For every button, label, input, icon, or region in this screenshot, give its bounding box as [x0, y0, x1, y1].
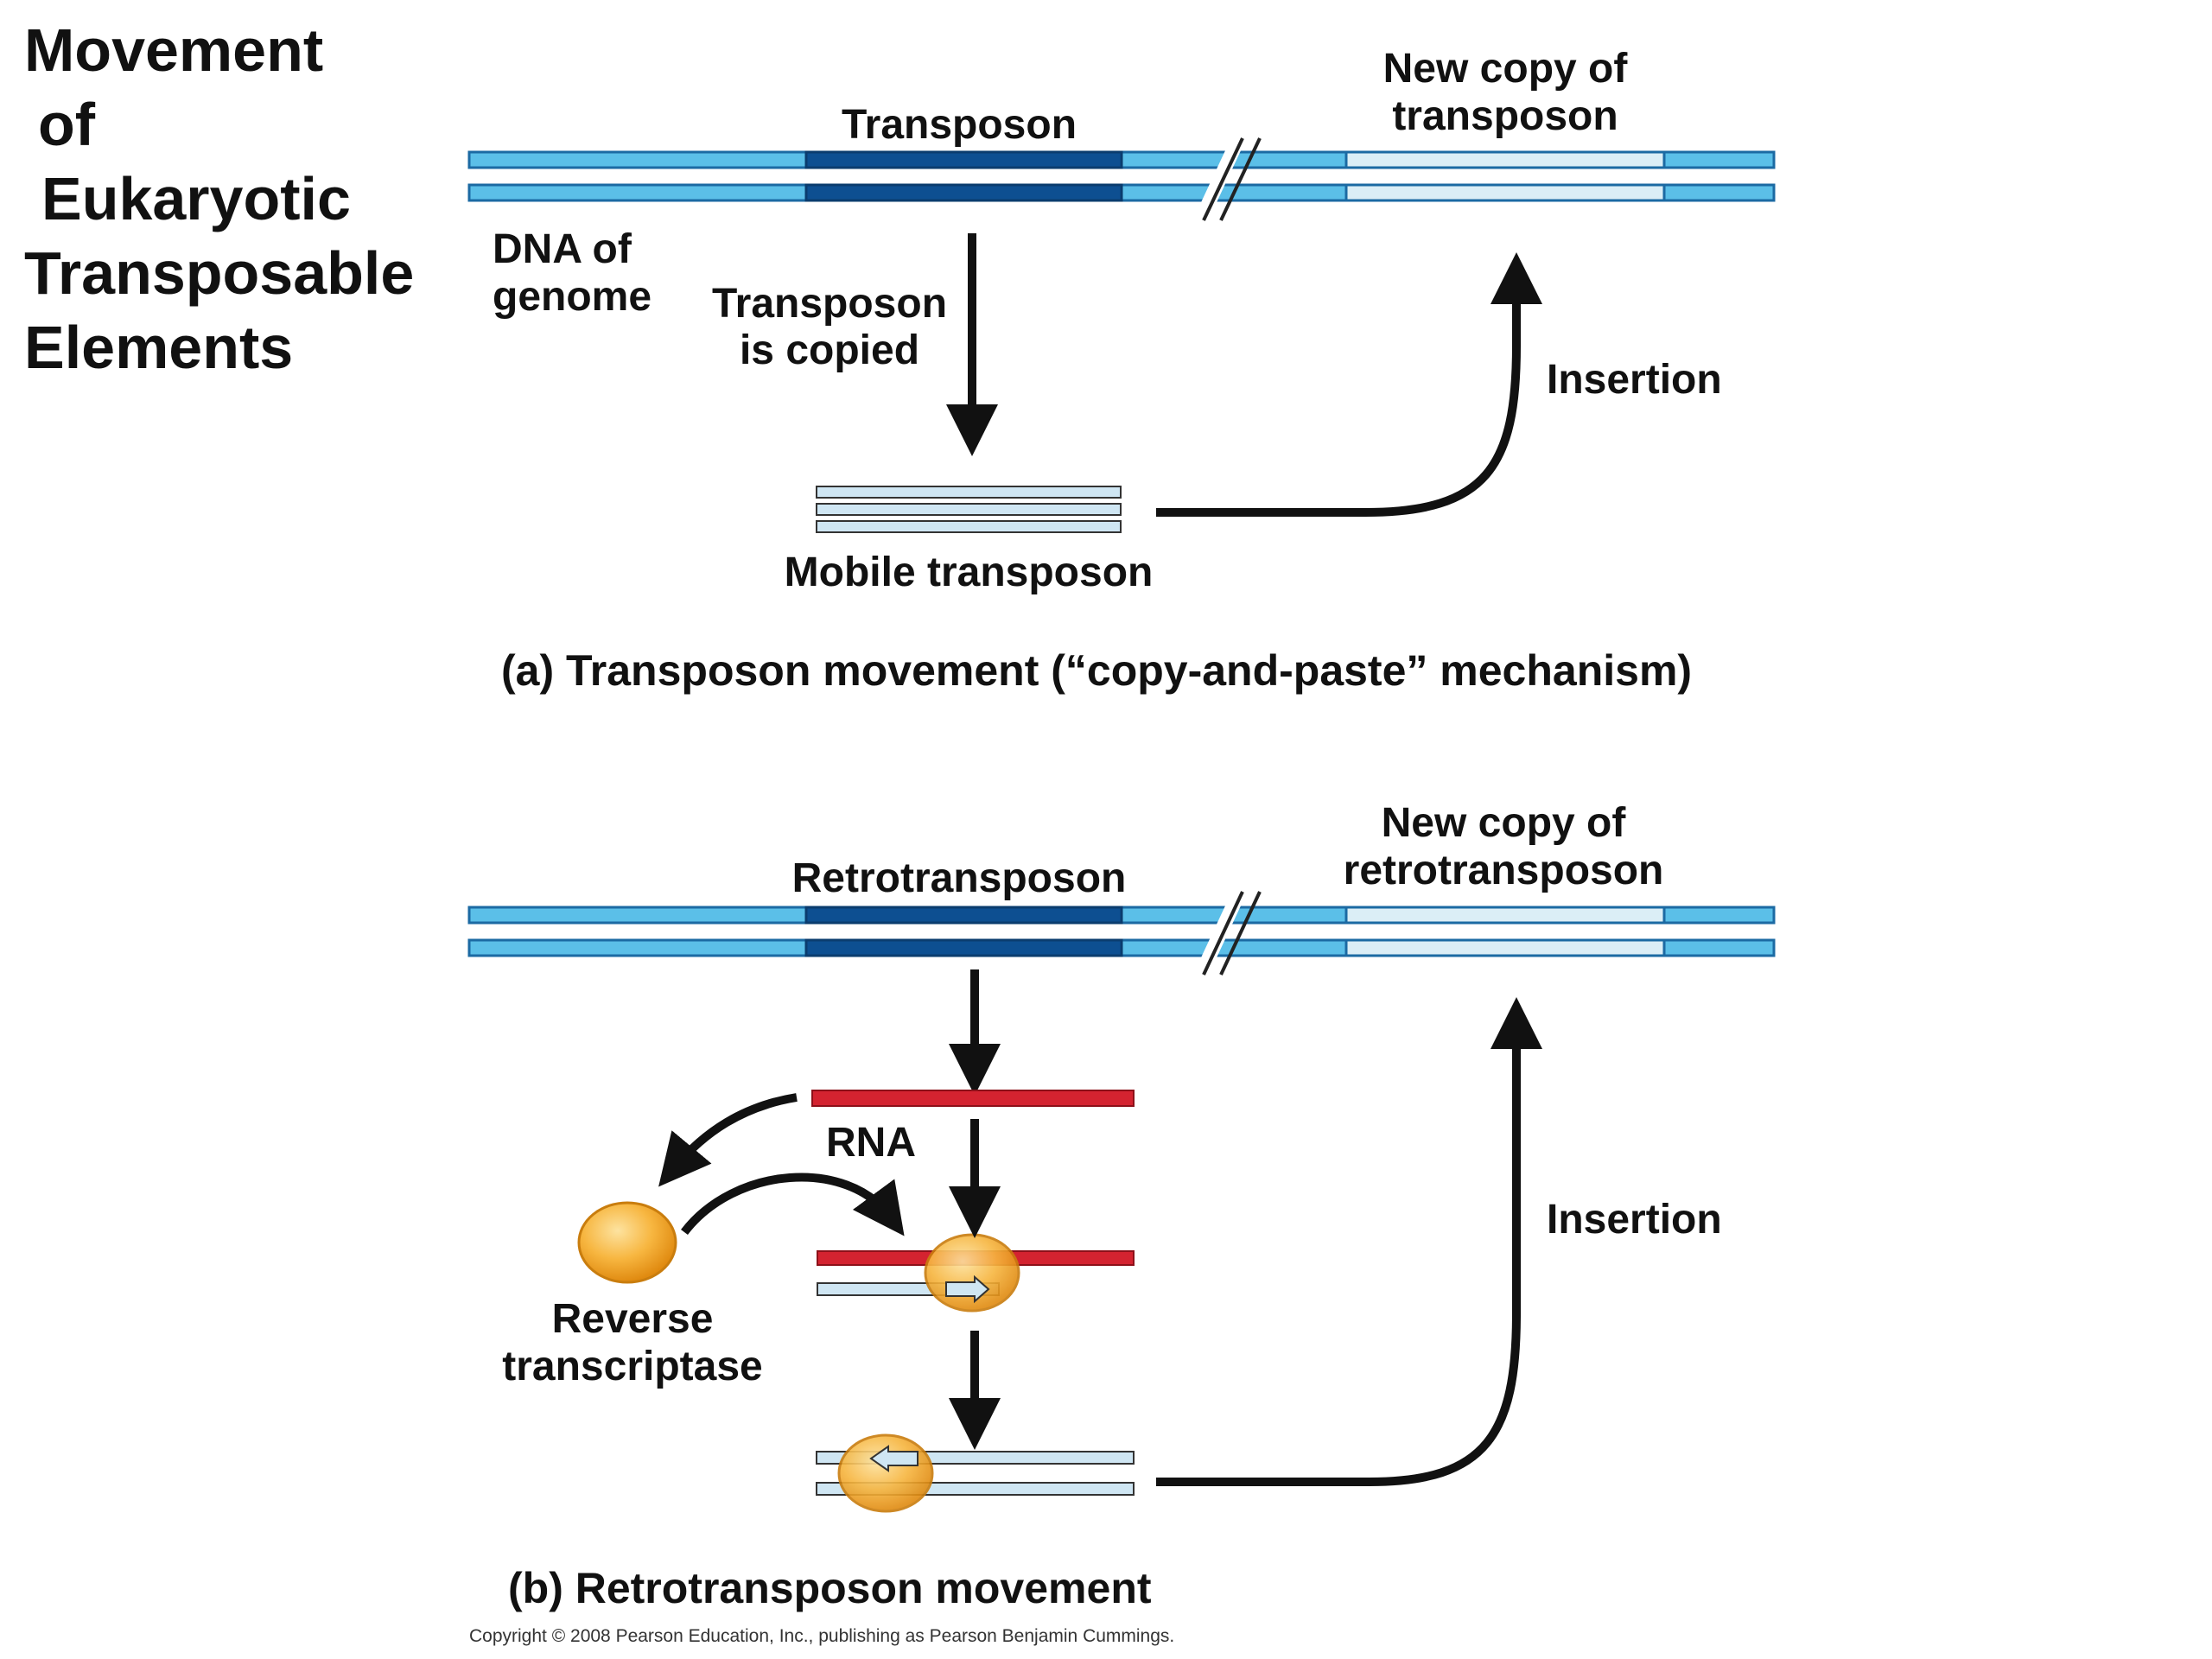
reverse-transcriptase-label-1: Reverse	[552, 1296, 714, 1342]
transposon-copied-label-2: is copied	[740, 327, 919, 373]
mobile-transposon-label: Mobile transposon	[785, 550, 1154, 595]
new-copy-label-a-2: transposon	[1392, 93, 1618, 139]
transposon-label: Transposon	[842, 102, 1077, 148]
insertion-arrow-b	[1156, 997, 1542, 1486]
slide-title: Movement of Eukaryotic Transposable Elem…	[24, 16, 414, 381]
rna-label: RNA	[826, 1120, 916, 1166]
caption-b: (b) Retrotransposon movement	[508, 1564, 1152, 1612]
new-copy-label-b-2: retrotransposon	[1344, 848, 1664, 893]
reverse-transcriptase-label-2: transcriptase	[502, 1344, 762, 1389]
retrotransposon-segment	[804, 906, 1123, 925]
rna-dna-hybrid	[817, 1233, 1135, 1313]
rna-strand	[811, 1090, 1135, 1107]
title-line-4: Transposable	[24, 239, 414, 307]
dna-of-genome-label-1: DNA of	[493, 226, 632, 272]
enzyme-to-hybrid-arrow	[681, 1173, 905, 1236]
title-line-2: of	[38, 91, 96, 158]
title-line-3: Eukaryotic	[41, 165, 351, 232]
new-copy-label-a-1: New copy of	[1383, 46, 1629, 92]
new-copy-label-b-1: New copy of	[1382, 800, 1627, 846]
break-mark-b	[1191, 891, 1262, 980]
enzyme-on-hybrid	[924, 1233, 1020, 1313]
panel-a: Transposon New copy of transposon DNA of…	[467, 46, 1776, 695]
new-copy-segment-a	[1344, 150, 1666, 169]
dna-copy	[816, 1433, 1135, 1513]
transposon-segment	[804, 150, 1123, 169]
rna-to-enzyme-arrow	[658, 1093, 798, 1187]
caption-a: (a) Transposon movement (“copy-and-paste…	[501, 646, 1692, 695]
genome-dna-b	[467, 891, 1776, 980]
retrotransposon-label: Retrotransposon	[792, 855, 1127, 901]
panel-b: Retrotransposon New copy of retrotranspo…	[467, 800, 1776, 1612]
enzyme-on-dna	[837, 1433, 934, 1513]
title-line-5: Elements	[24, 314, 293, 381]
copyright-notice: Copyright © 2008 Pearson Education, Inc.…	[469, 1626, 1174, 1646]
mobile-transposon	[816, 486, 1122, 533]
dna-of-genome-label-2: genome	[493, 274, 652, 320]
transposon-copied-label-1: Transposon	[712, 281, 947, 327]
insertion-label-b: Insertion	[1547, 1197, 1722, 1243]
reverse-transcriptase-enzyme	[577, 1201, 677, 1284]
genome-dna-a	[467, 137, 1776, 225]
synthesis-direction-icon-2	[869, 1445, 918, 1472]
title-line-1: Movement	[24, 16, 323, 84]
break-mark-a	[1191, 137, 1262, 225]
synthesis-direction-icon	[945, 1274, 990, 1304]
new-copy-segment-b	[1344, 906, 1666, 925]
insertion-label-a: Insertion	[1547, 357, 1722, 403]
insertion-arrow-a	[1156, 252, 1542, 517]
